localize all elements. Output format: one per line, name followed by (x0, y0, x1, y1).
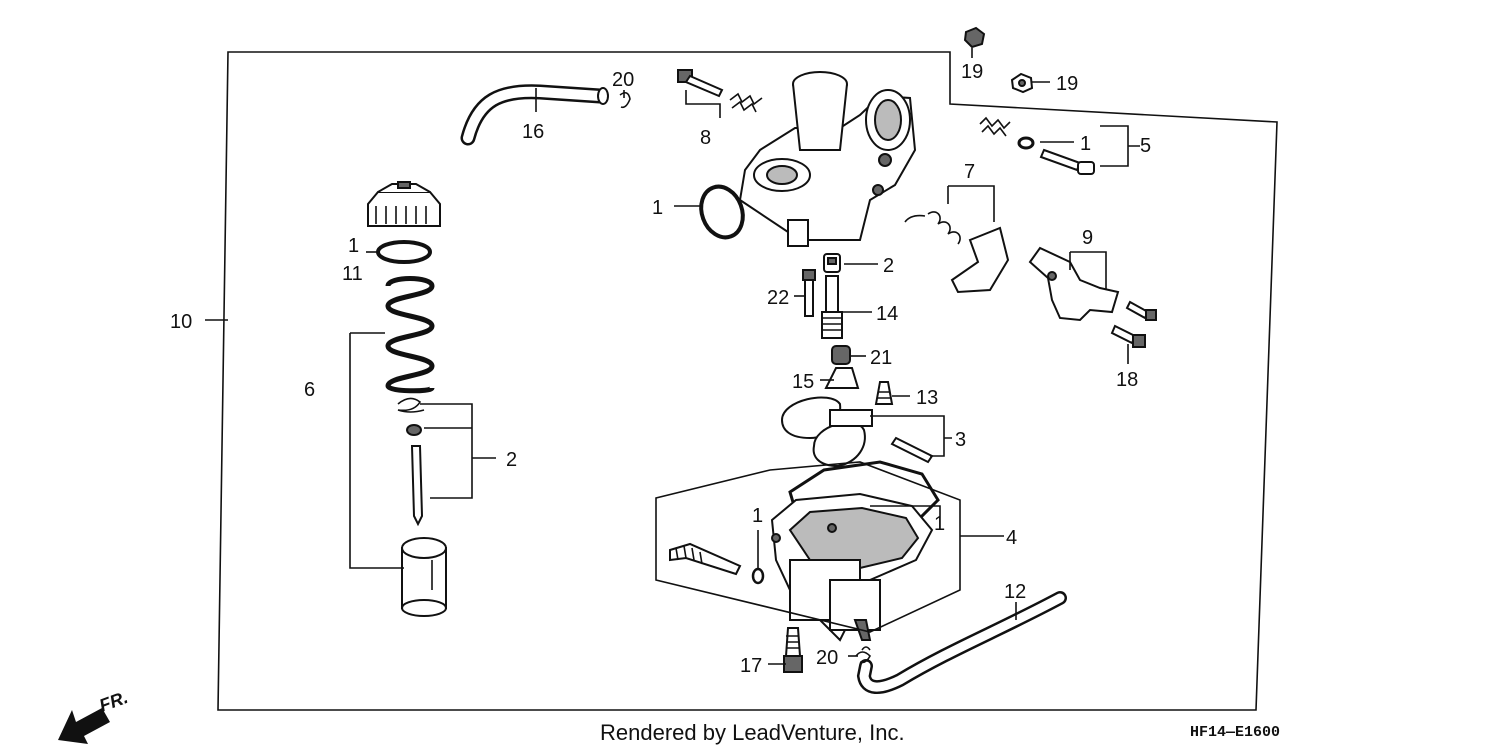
direction-label: FR. (97, 687, 131, 716)
part-12-drain-tube (856, 591, 1067, 694)
callout-9: 9 (1082, 227, 1093, 249)
callout-8: 8 (700, 127, 711, 149)
callout-2-needle: 2 (506, 449, 517, 471)
part-18-screw-b (1110, 324, 1146, 348)
callout-16: 16 (522, 121, 544, 143)
callout-7: 7 (964, 161, 975, 183)
part-8-screw-spring (677, 69, 763, 113)
leader-lines (205, 48, 1140, 665)
callout-1-gasket-chamber: 1 (934, 513, 945, 535)
part-9-bracket (1028, 246, 1120, 322)
part-3-float (780, 396, 934, 468)
part-15-seat (824, 367, 860, 389)
callout-21: 21 (870, 347, 892, 369)
part-drain-screw (669, 542, 742, 576)
callout-1-pilot: 1 (1080, 133, 1091, 155)
callout-10: 10 (170, 311, 192, 333)
callout-20-bottom: 20 (816, 647, 838, 669)
callout-19-b: 19 (1056, 73, 1078, 95)
callout-3: 3 (955, 429, 966, 451)
part-20-clip-top (619, 91, 631, 109)
part-19-nut-a (963, 26, 986, 49)
part-1-gasket (376, 240, 432, 264)
callout-12: 12 (1004, 581, 1026, 603)
callout-11: 11 (342, 263, 363, 285)
assembly-outline (217, 51, 1278, 711)
callout-6: 6 (304, 379, 315, 401)
part-top-cap (367, 181, 441, 227)
callout-1-washer: 1 (752, 505, 763, 527)
callout-18: 18 (1116, 369, 1138, 391)
callout-13: 13 (916, 387, 938, 409)
callout-14: 14 (876, 303, 898, 325)
callout-1-gasket: 1 (348, 235, 359, 257)
part-7-lever-spring (904, 211, 1010, 294)
part-throttle-valve (401, 537, 447, 617)
part-carburetor-body (738, 71, 917, 247)
callout-22: 22 (767, 287, 789, 309)
part-2-needle-clip (397, 397, 425, 436)
part-18-screw-a (1125, 300, 1157, 321)
diagram-code: HF14—E1600 (1190, 724, 1280, 741)
front-direction-arrow-icon (58, 708, 110, 744)
part-19-nut-b (1010, 72, 1034, 94)
callout-19-a: 19 (961, 61, 983, 83)
part-5-pilot-screw (979, 116, 1095, 175)
part-6-spring (385, 276, 435, 394)
part-2-jet-needle (410, 445, 424, 527)
part-22-slow-jet (802, 269, 816, 317)
part-21-jet (831, 345, 851, 365)
callout-4: 4 (1006, 527, 1017, 549)
part-4-float-chamber (770, 460, 940, 642)
callout-1-oring: 1 (652, 197, 663, 219)
callout-17: 17 (740, 655, 762, 677)
callout-5: 5 (1140, 135, 1151, 157)
part-1-oring (699, 184, 745, 240)
callout-20-top: 20 (612, 69, 634, 91)
footer-credit: Rendered by LeadVenture, Inc. (600, 720, 905, 745)
part-17-screw (783, 627, 803, 673)
part-1-washer (751, 567, 765, 585)
callout-15: 15 (792, 371, 814, 393)
part-2-main-jet (823, 253, 841, 273)
callout-2-jet: 2 (883, 255, 894, 277)
part-20-clip-bottom (855, 646, 871, 664)
part-14-needle-jet-holder (821, 275, 843, 339)
part-13-float-valve (874, 381, 894, 405)
